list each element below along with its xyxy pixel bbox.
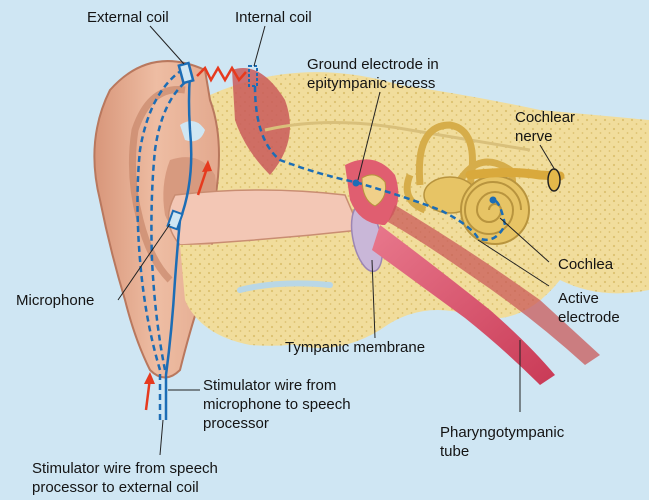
label-stim-wire-mic-3: processor	[203, 415, 269, 433]
label-tympanic-membrane: Tympanic membrane	[285, 339, 425, 357]
label-microphone: Microphone	[16, 292, 94, 310]
cochlear-nerve-shape	[470, 173, 560, 177]
label-cochlea: Cochlea	[558, 256, 613, 274]
label-stim-wire-mic-2: microphone to speech	[203, 396, 351, 414]
cochlea-shape	[461, 176, 529, 244]
label-cochlear-nerve-2: nerve	[515, 128, 553, 146]
label-external-coil: External coil	[87, 9, 169, 27]
label-active-electrode-2: electrode	[558, 309, 620, 327]
lower-bone	[180, 235, 380, 346]
active-electrode-dot	[490, 197, 497, 204]
label-active-electrode-1: Active	[558, 290, 599, 308]
label-stim-wire-coil-2: processor to external coil	[32, 479, 199, 497]
label-cochlear-nerve-1: Cochlear	[515, 109, 575, 127]
label-stim-wire-coil-1: Stimulator wire from speech	[32, 460, 218, 478]
label-pharyngotympanic-2: tube	[440, 443, 469, 461]
label-ground-electrode-1: Ground electrode in	[307, 56, 439, 74]
label-stim-wire-mic-1: Stimulator wire from	[203, 377, 336, 395]
label-internal-coil: Internal coil	[235, 9, 312, 27]
ground-electrode-dot	[353, 180, 360, 187]
nerve-end	[548, 169, 560, 191]
label-pharyngotympanic-1: Pharyngotympanic	[440, 424, 564, 442]
label-ground-electrode-2: epitympanic recess	[307, 75, 435, 93]
